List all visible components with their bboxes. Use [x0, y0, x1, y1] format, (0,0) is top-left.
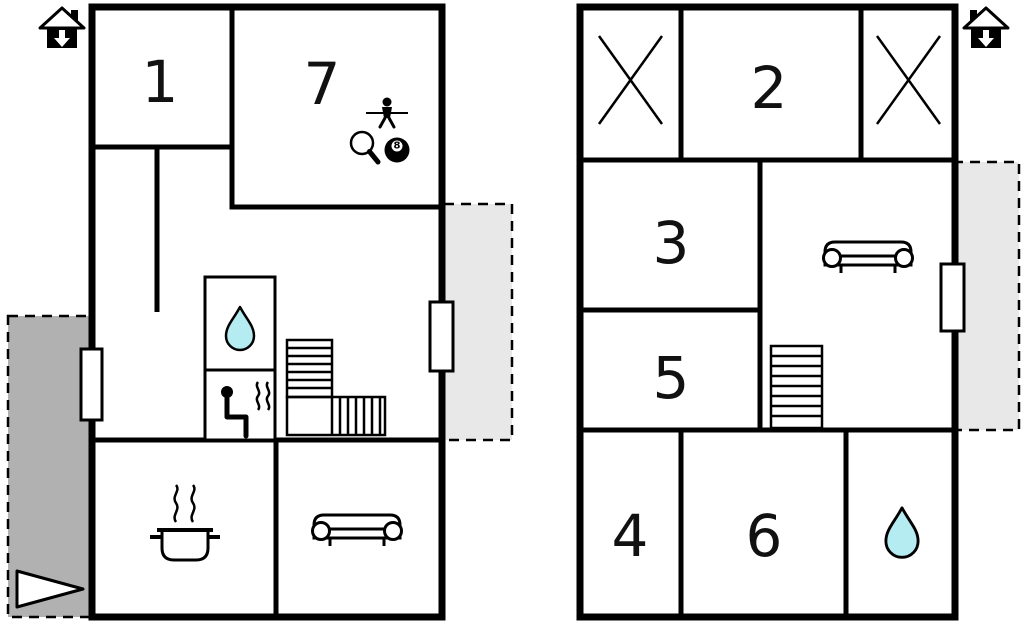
steam-icon [190, 484, 196, 523]
cooking-pot-icon [150, 484, 220, 562]
steam-icon [173, 484, 179, 523]
roof-window-cross-icon [875, 35, 942, 125]
heat-wave-icon [265, 381, 271, 411]
table-tennis-paddle-icon [349, 130, 381, 165]
room-label-7: 7 [304, 50, 341, 118]
game-room-icons: 8 [349, 97, 410, 165]
entrance-icon [962, 6, 1010, 50]
floorplan-right: 2 3 5 4 6 [576, 3, 1021, 621]
eight-ball-digit: 8 [394, 141, 401, 152]
room-label-3: 3 [653, 209, 690, 277]
heat-wave-icon [255, 381, 261, 411]
staircase-left-plan [285, 338, 387, 437]
interior-walls [580, 7, 955, 617]
window-marker [939, 262, 966, 333]
staircase-right-plan [769, 344, 824, 430]
foosball-player-icon [378, 97, 396, 129]
sauna-person-icon [221, 381, 271, 439]
roof-window-cross-icon [597, 35, 664, 125]
room-label-4: 4 [612, 502, 649, 570]
window-marker [79, 347, 104, 422]
room-label-5: 5 [653, 344, 690, 412]
eight-ball-icon: 8 [384, 137, 410, 163]
balcony-area-left-plan [442, 202, 514, 442]
floorplan-left: 8 1 7 [6, 3, 514, 621]
room-label-6: 6 [746, 502, 783, 570]
interior-walls [92, 7, 442, 617]
room-label-1: 1 [142, 48, 179, 116]
direction-arrow [15, 569, 85, 609]
bath-cabin [203, 275, 277, 442]
entrance-icon [38, 6, 86, 50]
room-label-2: 2 [751, 54, 788, 122]
window-marker [428, 300, 455, 373]
